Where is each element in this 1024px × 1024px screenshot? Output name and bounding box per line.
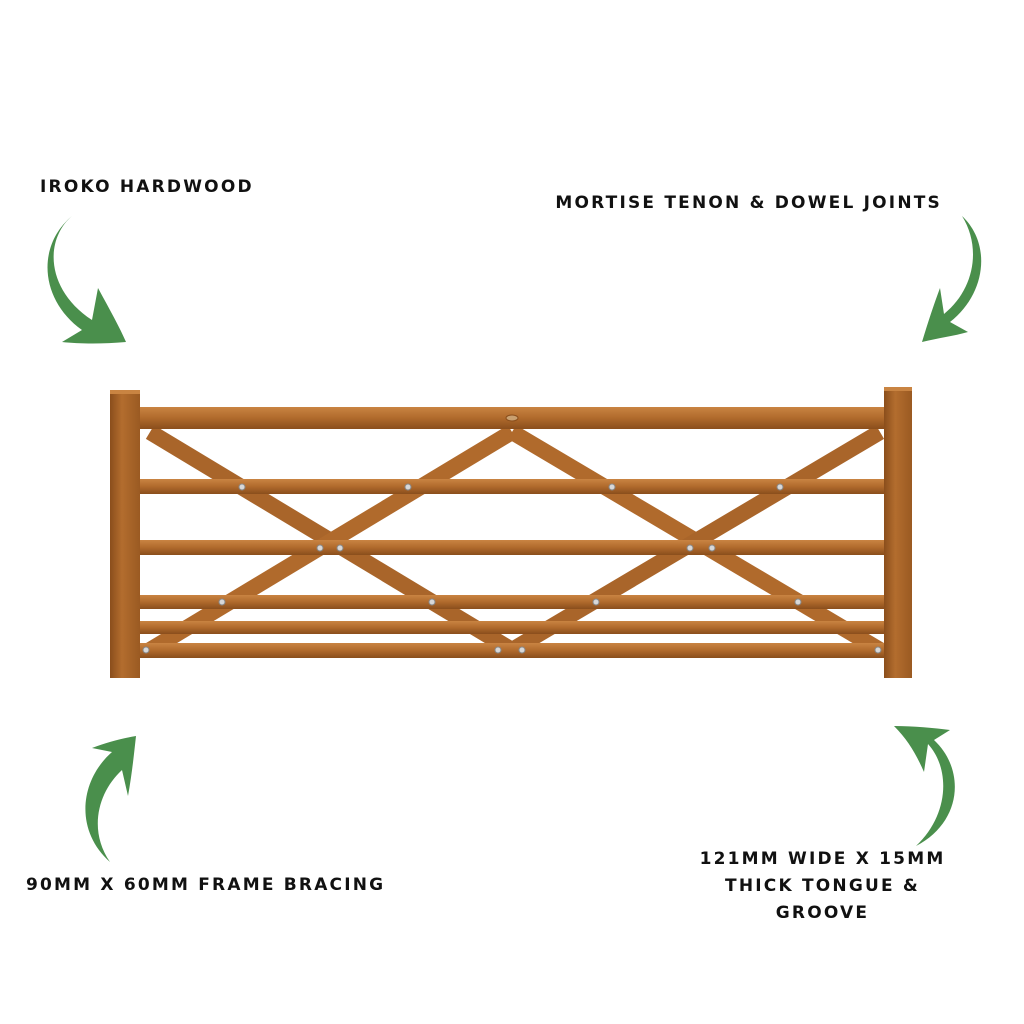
feature-label-joints: MORTISE TENON & DOWEL JOINTS	[555, 193, 942, 213]
curved-arrow-icon	[922, 216, 982, 342]
gate-rails	[132, 407, 890, 658]
feature-label-frame-bracing: 90MM X 60MM FRAME BRACING	[26, 875, 386, 895]
feature-label-tongue-groove: 121MM WIDE X 15MM THICK TONGUE & GROOVE	[699, 849, 946, 923]
gate-posts	[110, 387, 912, 678]
curved-arrow-icon	[47, 216, 126, 344]
curved-arrow-icon	[894, 726, 955, 846]
gate-bolts	[142, 414, 882, 654]
feature-label-iroko-hardwood: IROKO HARDWOOD	[40, 177, 254, 197]
curved-arrow-icon	[85, 736, 136, 862]
